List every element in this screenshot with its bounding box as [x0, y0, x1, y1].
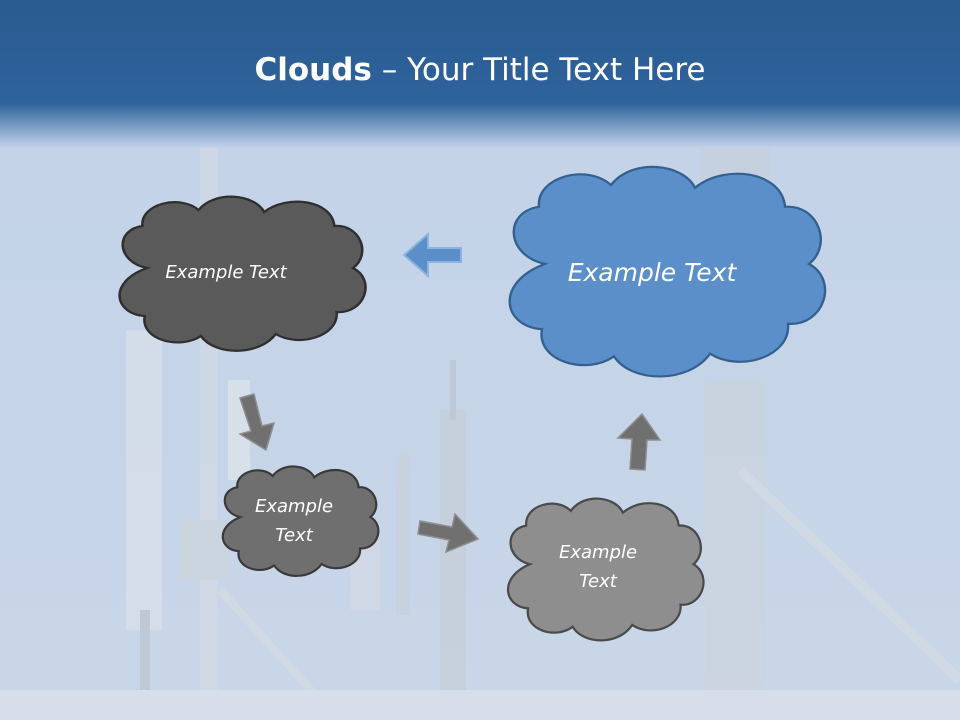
cloud-3-label: Example Text	[226, 492, 362, 550]
slide-title-rest: – Your Title Text Here	[371, 52, 706, 88]
arrow-left-icon	[402, 231, 462, 279]
arrow-up-icon	[616, 412, 662, 471]
slide-title-bold: Clouds	[254, 52, 372, 88]
cloud-4-label: Example Text	[512, 538, 684, 596]
cloud-4-label-line2: Text	[579, 571, 617, 592]
header-band	[0, 0, 960, 148]
arrow-right-icon	[417, 512, 480, 554]
cloud-3-label-line1: Example	[254, 496, 334, 517]
arrow-down-right-icon	[238, 393, 276, 452]
cloud-2-label: Example Text	[567, 258, 737, 287]
cloud-3-label-line2: Text	[275, 525, 313, 546]
slide-title: Clouds – Your Title Text Here	[0, 52, 960, 88]
cloud-4-label-line1: Example	[558, 542, 638, 563]
cloud-1-label: Example Text	[165, 262, 287, 283]
